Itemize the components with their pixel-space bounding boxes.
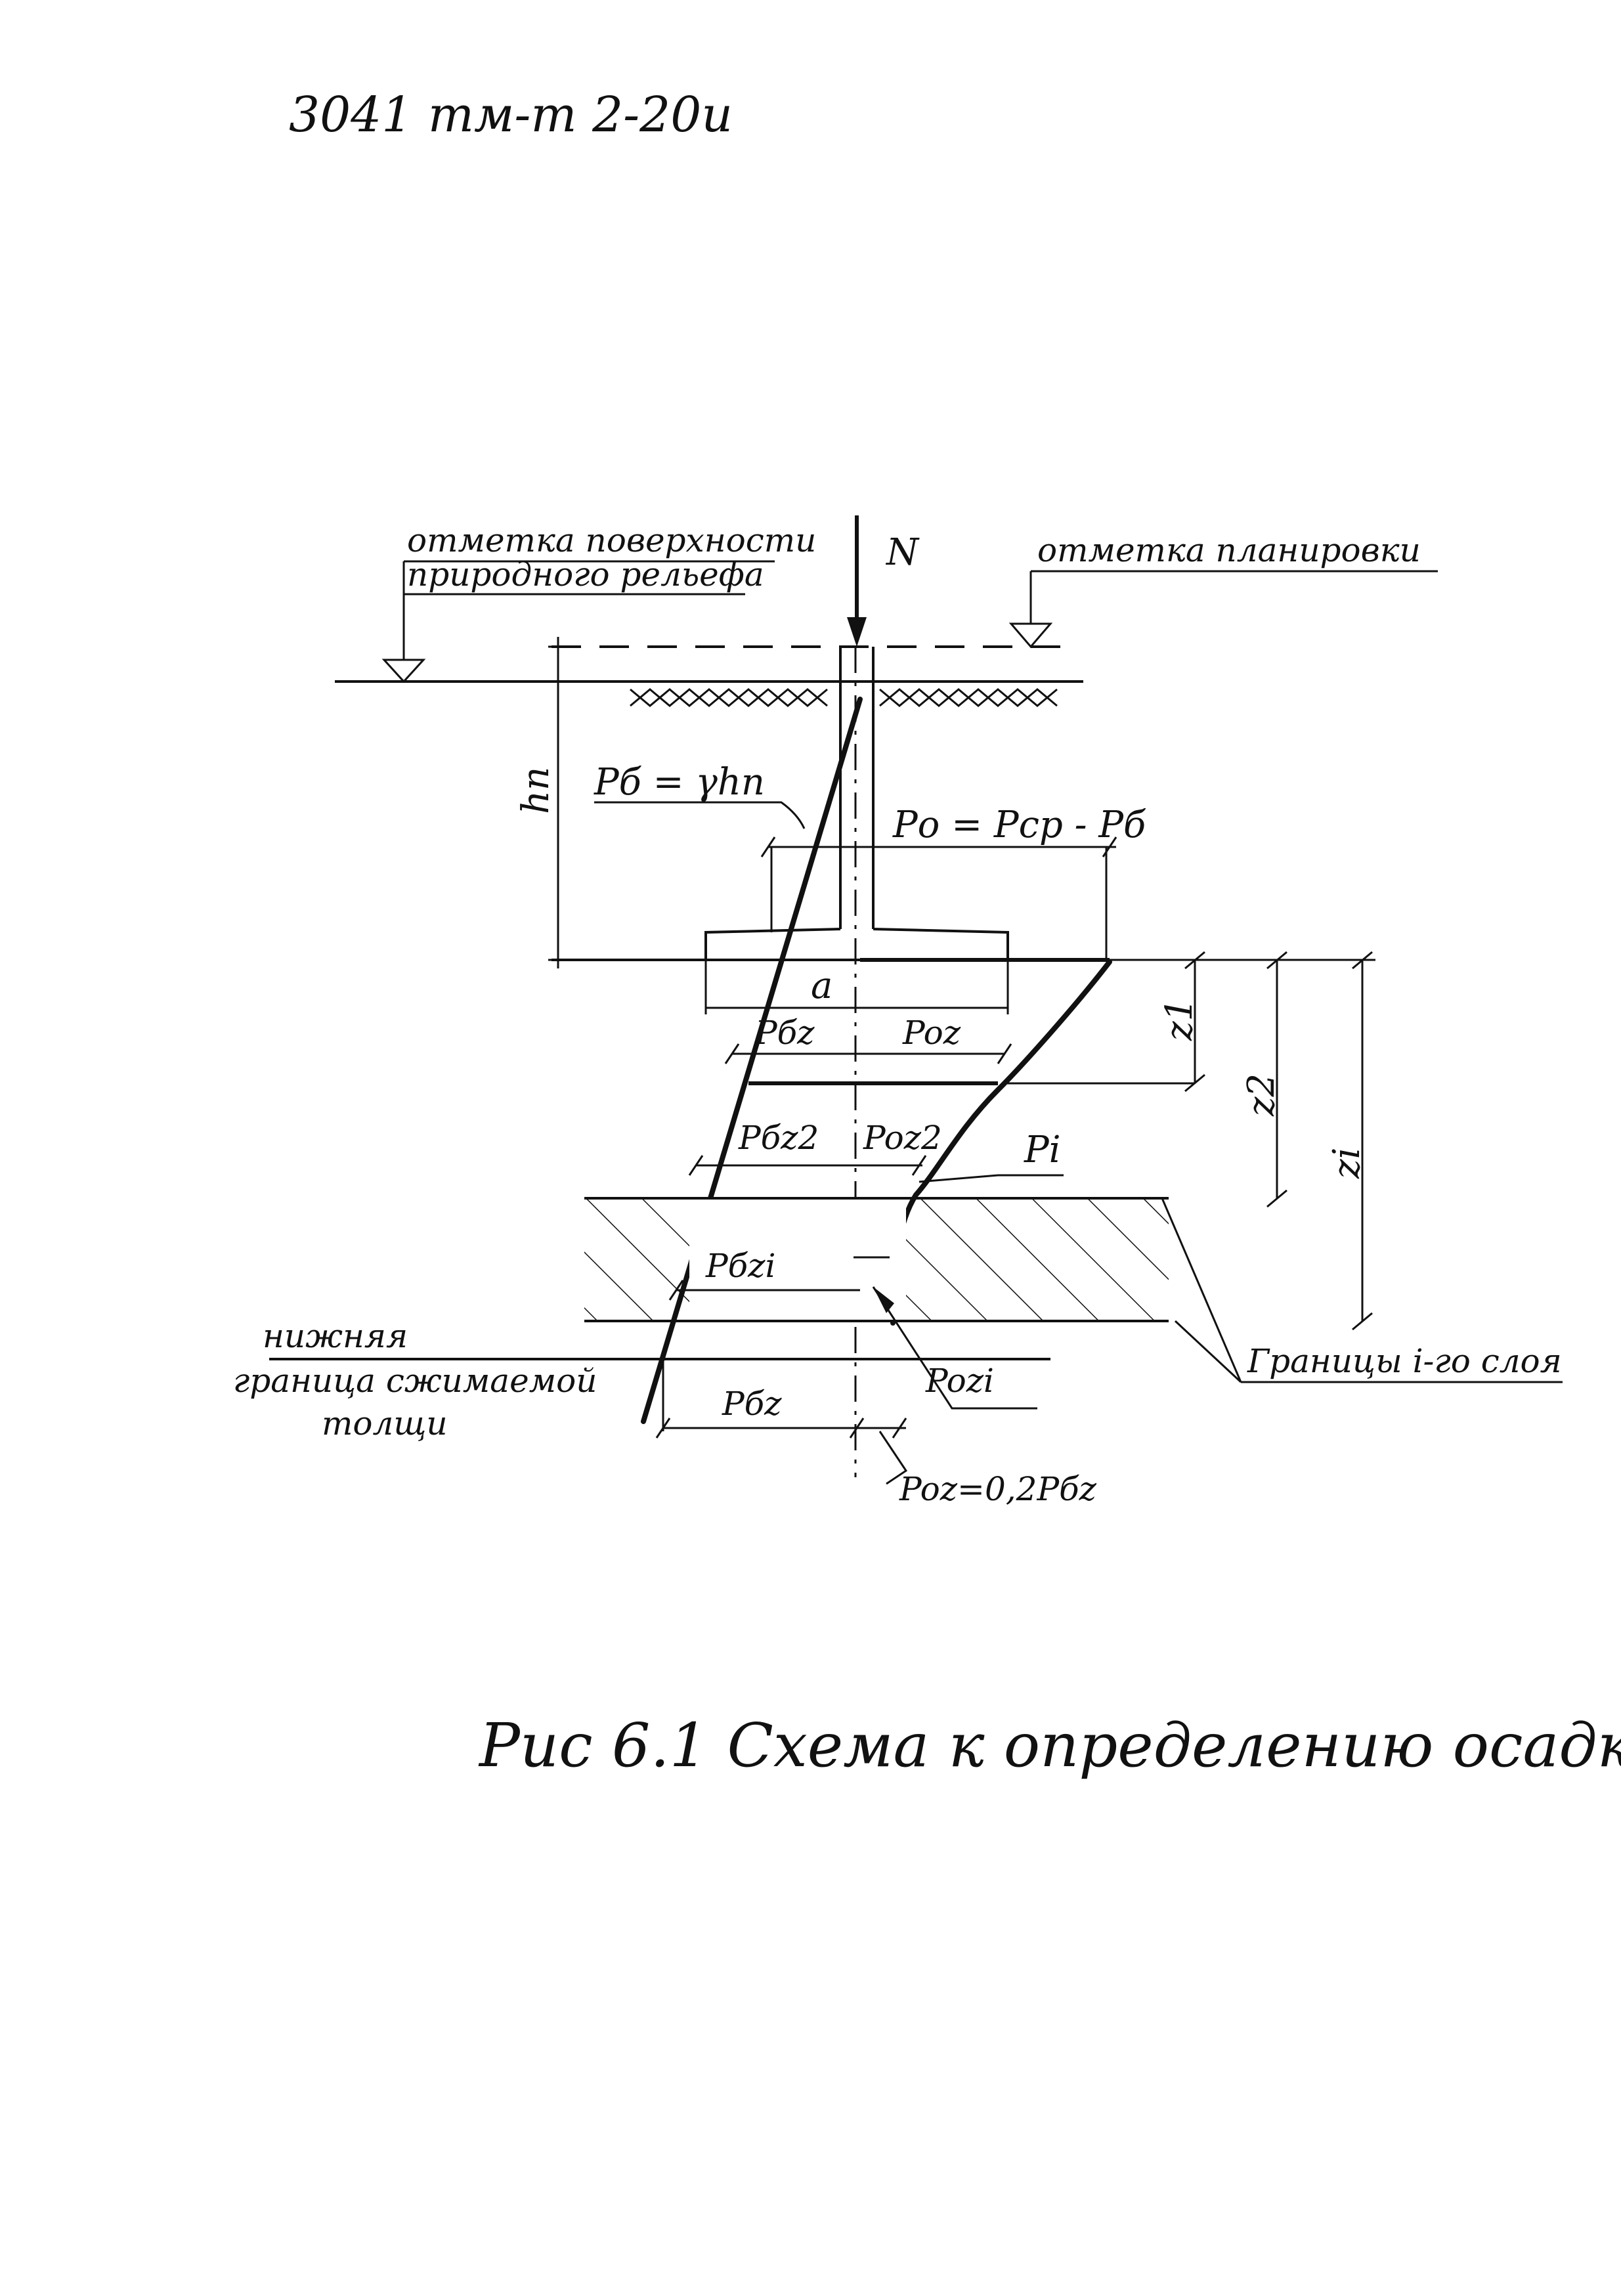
p-bz2-label: Pбz2 [738,1119,819,1157]
natural-surface-label-2: природного рельефа [407,555,764,594]
layer-boundaries-label: Границы i-го слоя [1247,1342,1562,1380]
arrow-head-icon [873,1287,894,1313]
p-oz-ratio-label: Poz=0,2Pбz [899,1470,1097,1508]
z1-label: z1 [1158,998,1201,1041]
lower-boundary: нижняя граница сжимаемой толщи [233,1317,1050,1442]
width-dimension: a [704,960,1009,1014]
p-ozi-leader [872,1286,1037,1410]
zi-label: zi [1326,1148,1368,1179]
load-arrow: N [847,515,920,647]
figure-caption: Рис 6.1 Схема к определению осадки [478,1710,1621,1781]
level-z2: Pбz2 Poz2 Pi [688,1119,1064,1183]
planning-marker: отметка планировки [1008,531,1438,649]
p-i-leader [919,1174,1064,1183]
load-N-label: N [885,531,920,574]
p-oz2-label: Poz2 [863,1119,942,1157]
p-bz-bottom-label: Pбz [722,1385,782,1423]
p-natural-leader [594,801,806,829]
depth-h-label: hп [515,767,557,814]
depth-dimensions-right: z1 z2 zi [1110,951,1375,1331]
p-oz-ratio-leader [878,1431,908,1485]
p-oz-label: Poz [902,1014,961,1052]
level-z1: Pбz Poz [724,1014,1195,1085]
p-bzi-label: Pбzi [705,1247,776,1285]
soil-layer-i [584,1197,1169,1322]
document-code: 3041 тм-т 2-20и [289,87,733,143]
planning-mark-label: отметка планировки [1037,531,1421,569]
natural-surface-label-1: отметка поверхности [407,521,816,559]
p-i-label: Pi [1024,1129,1061,1171]
p-bz-label: Pбz [754,1014,815,1052]
soil-crosshatch-strip [630,688,1058,707]
elevation-triangle-icon [1008,622,1053,649]
arrow-head-icon [847,617,867,647]
elevation-triangle-icon [381,659,426,683]
width-a-label: a [811,964,832,1007]
p-additional-label: Pо = Pср - Pб [892,804,1146,846]
p-natural-label: Pб = γhп [594,761,765,804]
bottom-dimension: Pбz Poz=0,2Pбz [655,1359,1097,1508]
lower-boundary-label-1: нижняя [263,1317,408,1355]
lower-boundary-label-3: толщи [322,1404,448,1442]
p0-dimension: Pо = Pср - Pб [760,804,1146,960]
ground-lines [335,645,1083,707]
natural-relief-marker: отметка поверхности природного рельефа [381,521,816,683]
lower-boundary-label-2: граница сжимаемой [233,1362,597,1400]
p-ozi-label: Pozi [925,1362,994,1400]
depth-dimension: hп [515,637,568,968]
level-zi: Pбzi [668,1247,890,1301]
layer-boundaries-callout: Границы i-го слоя [1161,1198,1563,1383]
z2-label: z2 [1240,1073,1283,1117]
